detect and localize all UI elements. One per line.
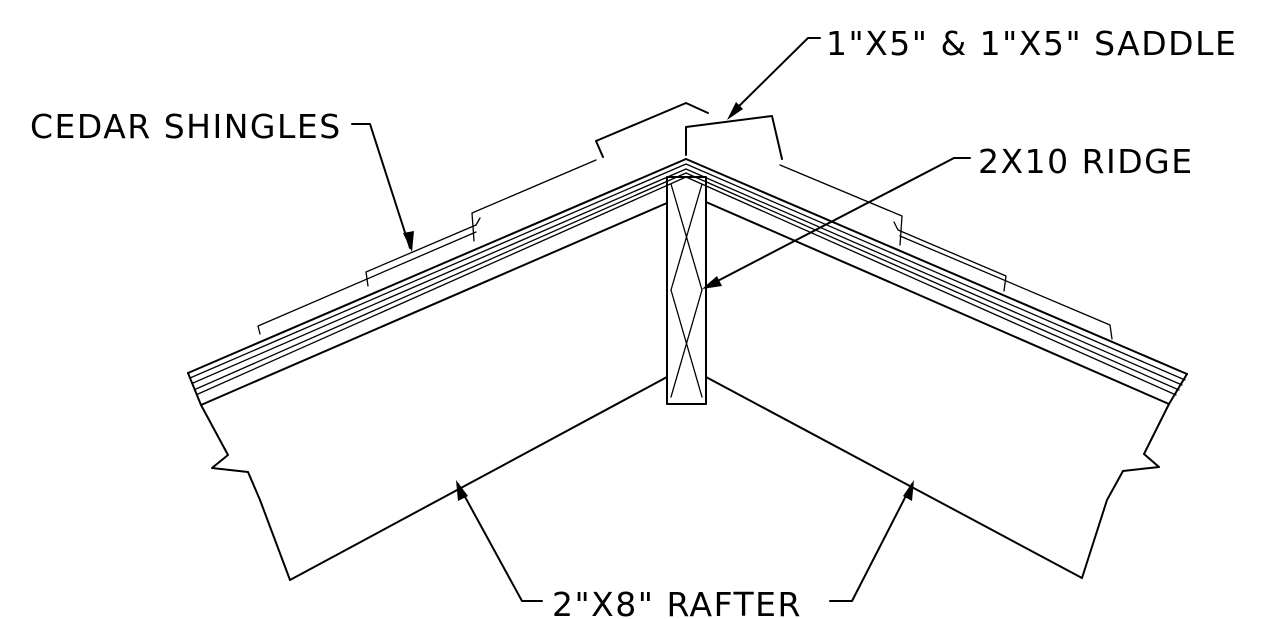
ridge-label: 2X10 RIDGE bbox=[978, 142, 1194, 181]
leader-ridge bbox=[702, 157, 971, 289]
left-rafter bbox=[187, 158, 687, 581]
ridge-board bbox=[666, 176, 707, 405]
cedar-shingles bbox=[189, 159, 1186, 396]
rafter-label: 2"X8" RAFTER bbox=[552, 585, 802, 619]
shingles-label: CEDAR SHINGLES bbox=[30, 107, 342, 146]
right-rafter bbox=[685, 158, 1188, 579]
leader-rafter-right bbox=[829, 480, 914, 602]
leader-rafter-left bbox=[456, 480, 543, 602]
leader-shingles bbox=[351, 123, 414, 252]
saddle-label: 1"X5" & 1"X5" SADDLE bbox=[826, 24, 1237, 63]
leader-saddle bbox=[727, 37, 821, 120]
ridge-saddle bbox=[595, 102, 783, 160]
